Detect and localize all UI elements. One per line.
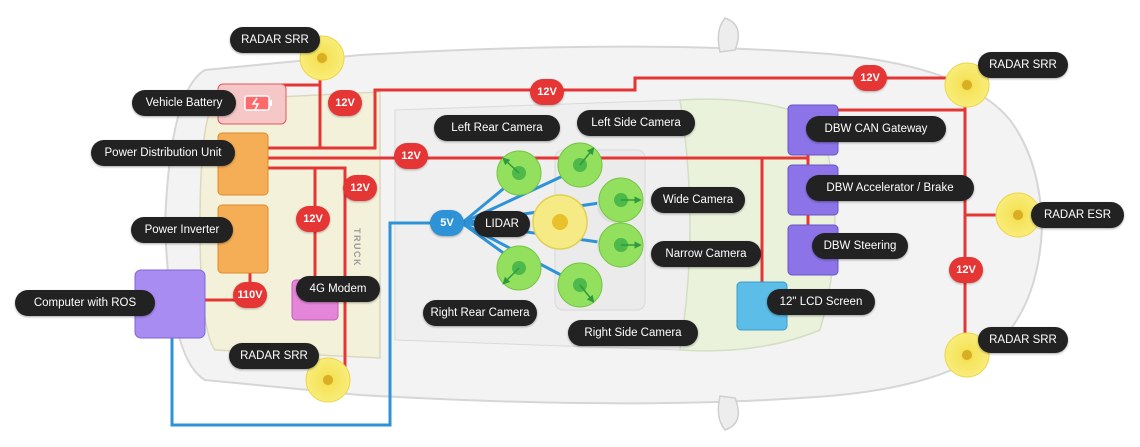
- label-lcd-screen: 12" LCD Screen: [767, 289, 875, 315]
- truck-side-text: TRUCK: [352, 228, 362, 267]
- label-radar-srr-rear-left: RADAR SRR: [229, 343, 319, 369]
- voltage-12v-pdu-right: 12V: [343, 175, 377, 201]
- camera-direction-arrows: [502, 147, 642, 303]
- voltage-12v-modem: 12V: [296, 206, 330, 232]
- label-dbw-accelerator-brake: DBW Accelerator / Brake: [806, 175, 974, 201]
- label-left-rear-camera: Left Rear Camera: [434, 115, 560, 141]
- label-dbw-can-gateway: DBW CAN Gateway: [806, 116, 946, 142]
- voltage-12v-top-right: 12V: [853, 65, 887, 91]
- label-radar-srr-front-right: RADAR SRR: [978, 52, 1068, 78]
- voltage-12v-radar-left: 12V: [328, 90, 362, 116]
- label-radar-esr: RADAR ESR: [1031, 202, 1124, 228]
- voltage-110v: 110V: [233, 282, 267, 308]
- voltage-12v-right: 12V: [949, 257, 983, 283]
- label-dbw-steering: DBW Steering: [812, 233, 908, 259]
- label-lidar: LIDAR: [474, 211, 530, 237]
- label-radar-srr-rear-right: RADAR SRR: [978, 327, 1068, 353]
- data-line-computer: [170, 221, 440, 427]
- label-vehicle-battery: Vehicle Battery: [132, 90, 236, 116]
- voltage-12v-top: 12V: [530, 79, 564, 105]
- label-right-rear-camera: Right Rear Camera: [423, 300, 537, 326]
- radars: [299, 35, 1041, 403]
- label-power-inverter: Power Inverter: [131, 217, 233, 243]
- voltage-5v: 5V: [430, 210, 464, 236]
- label-wide-camera: Wide Camera: [651, 187, 745, 213]
- voltage-12v-mid: 12V: [394, 143, 428, 169]
- label-radar-srr-front-left: RADAR SRR: [230, 27, 320, 53]
- label-narrow-camera: Narrow Camera: [651, 241, 761, 267]
- label-right-side-camera: Right Side Camera: [568, 320, 698, 346]
- label-computer-with-ros: Computer with ROS: [15, 290, 155, 316]
- label-left-side-camera: Left Side Camera: [577, 110, 695, 136]
- label-4g-modem: 4G Modem: [296, 276, 380, 302]
- label-power-distribution-unit: Power Distribution Unit: [91, 140, 235, 166]
